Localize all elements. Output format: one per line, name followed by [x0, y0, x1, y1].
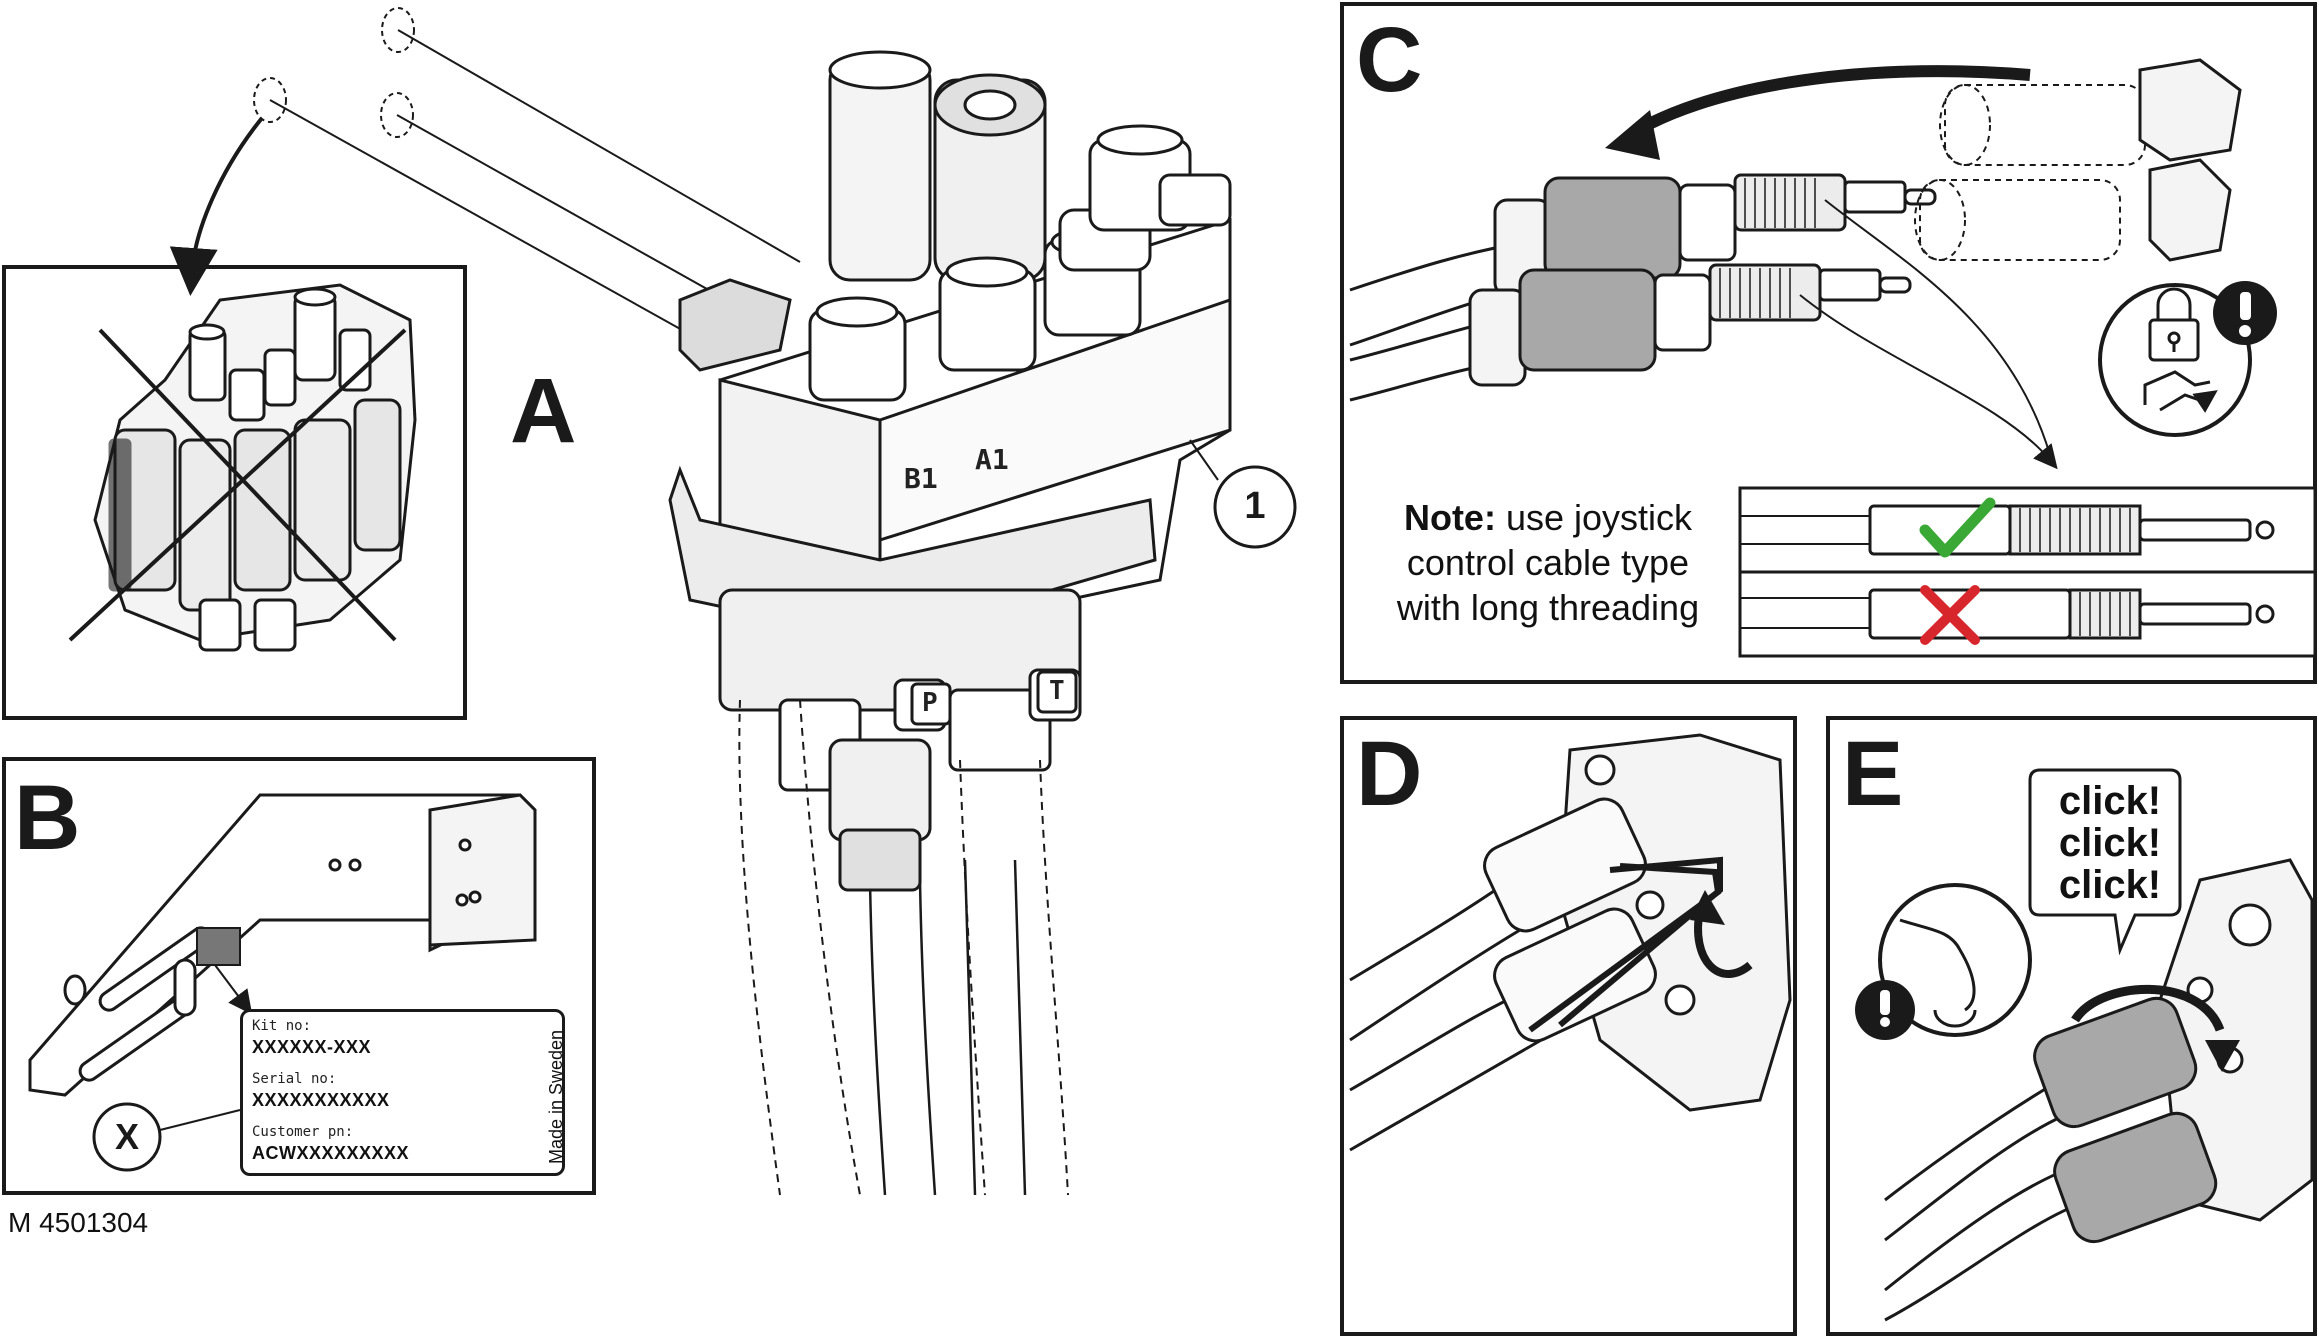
comparison-leader-1: [1824, 199, 2051, 456]
thread-comparison-box: [1738, 486, 2317, 658]
panel-letter-b: B: [14, 767, 81, 869]
check-icon: [1919, 497, 1996, 558]
click-line-1: click!: [2058, 779, 2162, 823]
cable-type-note: Note: use joystick control cable type wi…: [1378, 495, 1718, 630]
rotate-arrow-e: [2071, 984, 2225, 1032]
serial-caption: Serial no:: [252, 1071, 337, 1087]
serial-value: XXXXXXXXXXX: [252, 1090, 390, 1110]
port-p-square: [910, 682, 952, 726]
callout-one-leader: [1189, 439, 1219, 481]
panel-d-frame: [1340, 716, 1797, 1336]
threading-hatch-c: [1719, 178, 1816, 318]
joystick-cables-c: [1349, 173, 1937, 402]
panel-b-frame: [2, 757, 596, 1195]
main-valve-body: [668, 50, 1232, 792]
hand-turning-icon: [1855, 883, 2032, 1040]
panel-letter-e: E: [1842, 723, 1904, 825]
q-logo-letter: Q: [483, 1117, 512, 1158]
dashed-hoses: [738, 699, 1069, 1196]
main-hoses: [868, 859, 1027, 1196]
port-label-p: P: [922, 688, 938, 718]
exclamation-icon: [2213, 281, 2277, 345]
callout-one-number: 1: [1244, 485, 1266, 527]
valve-fragment-c: [2138, 58, 2242, 262]
port-t-square: [1036, 670, 1078, 714]
insert-arrowhead: [1605, 110, 1660, 160]
click-line-2: click!: [2058, 821, 2162, 865]
callout-one-circle: [1213, 465, 1297, 549]
callout-x-leader: [159, 1109, 241, 1131]
comparison-leader-2: [1799, 294, 2058, 470]
insert-arrow: [1626, 65, 2031, 141]
bracket: [28, 793, 537, 1097]
rotate-arrowhead-d: [1690, 890, 1725, 925]
label-position-marker: [196, 927, 241, 966]
kit-caption: Kit no:: [252, 1018, 312, 1034]
panel-c-frame: [1340, 2, 2317, 684]
old-valve-crossed: [68, 283, 417, 652]
threading-hatch-compare: [2019, 508, 2131, 636]
click-speech-bubble: [2028, 768, 2182, 956]
kit-value: XXXXXX-XXX: [252, 1037, 372, 1057]
rotate-arrow-icon: [1694, 909, 1753, 978]
cross-icon: [1920, 585, 1980, 645]
customer-caption: Customer pn:: [252, 1124, 354, 1140]
port-label-t: T: [1049, 676, 1065, 706]
click-line-3: click!: [2058, 863, 2162, 907]
ghost-connectors-c: [1914, 84, 2146, 261]
panel-letter-c: C: [1356, 9, 1423, 111]
lock-icon: [2148, 287, 2200, 362]
port-label-b1: B1: [904, 462, 938, 495]
lower-fitting: [828, 738, 932, 892]
push-hand-icon: [2143, 370, 2218, 413]
customer-value: ACWXXXXXXXXX: [252, 1143, 410, 1163]
product-label: [240, 1009, 565, 1176]
port-label-a1: A1: [975, 443, 1009, 476]
click-text: click! click! click!: [2040, 780, 2180, 906]
document-number: M 4501304: [8, 1207, 149, 1238]
hydraulic-fittings: [808, 124, 1232, 402]
panel-letter-a: A: [510, 360, 577, 462]
note-text: use joystick control cable type with lon…: [1396, 497, 1700, 628]
callout-x-number: X: [114, 1116, 139, 1157]
panel-letter-d: D: [1356, 723, 1423, 825]
lock-push-warning: [2098, 281, 2277, 437]
panel-e-frame: [1826, 716, 2317, 1336]
made-in-text: Made in Sweden: [546, 1029, 566, 1165]
hex-key-icon: [1528, 863, 1722, 1033]
panel-crossed-valve-frame: [2, 265, 467, 720]
callout-x-circle: [92, 1102, 162, 1172]
label-leader: [214, 964, 253, 1015]
note-bold: Note:: [1403, 497, 1496, 538]
rotate-arrowhead-e: [2205, 1040, 2240, 1072]
